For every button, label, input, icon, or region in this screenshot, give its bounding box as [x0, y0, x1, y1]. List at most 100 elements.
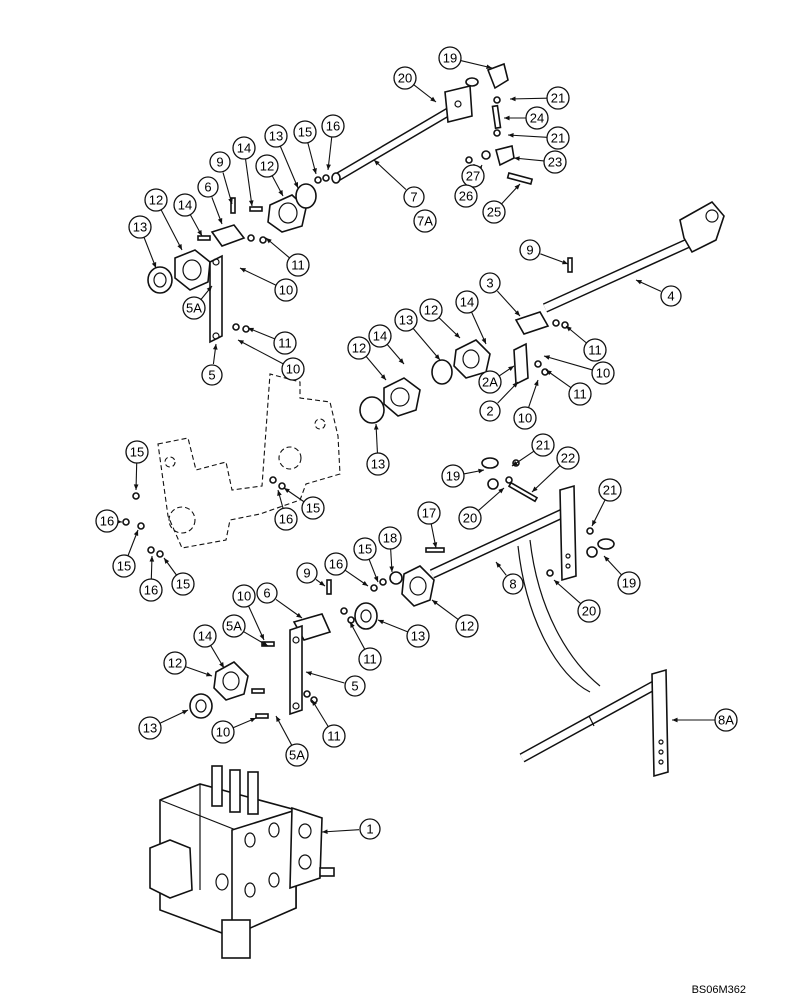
callout-bubble: 14	[455, 290, 479, 314]
callout-circle	[417, 501, 441, 525]
callout-bubble: 5A	[222, 614, 246, 638]
callout-bubble: 7	[403, 186, 425, 208]
callout-bubble: 15	[112, 554, 136, 578]
callout-label: 9	[303, 566, 310, 581]
callout-label: 14	[237, 141, 251, 156]
callout-bubble: 11	[286, 253, 310, 277]
leader-arrowhead	[362, 580, 368, 586]
callout-bubble: 11	[568, 382, 592, 406]
callout-bubble: 16	[324, 552, 348, 576]
leader-line	[244, 158, 253, 207]
callout-label: 5	[208, 368, 215, 383]
bearing-group-lower-middle	[326, 565, 435, 630]
callout-label: 21	[536, 438, 550, 453]
callout-bubble: 15	[125, 440, 149, 464]
callout-label: 14	[178, 198, 192, 213]
callout-bubble: 16	[274, 507, 298, 531]
leader-arrowhead	[296, 612, 302, 618]
leader-arrowhead	[240, 268, 246, 273]
callout-label: 2A	[482, 375, 498, 390]
leader-arrowhead	[250, 718, 256, 723]
leader-arrowhead	[228, 198, 233, 204]
callout-label: 13	[371, 457, 385, 472]
leader-arrowhead	[380, 374, 386, 380]
callout-bubble: 5	[201, 364, 223, 386]
callout-bubble: 10	[281, 357, 305, 381]
callout-circle	[193, 624, 217, 648]
callout-circle	[458, 506, 482, 530]
bearing-group-lower-left	[189, 613, 332, 719]
leader-arrowhead	[284, 488, 290, 494]
callout-circle	[482, 200, 506, 224]
callout-bubble: 20	[393, 66, 417, 90]
leader-arrowhead	[319, 580, 325, 586]
leader-arrowhead	[498, 488, 504, 494]
callout-label: 23	[548, 155, 562, 170]
callout-bubble: 16	[95, 509, 119, 533]
callout-label: 15	[358, 542, 372, 557]
callout-label: 21	[551, 91, 565, 106]
callout-circle	[95, 509, 119, 533]
callout-circle	[163, 651, 187, 675]
leader-arrowhead	[510, 96, 516, 102]
callout-circle	[403, 186, 425, 208]
callout-bubble: 18	[378, 526, 402, 550]
callout-circle	[301, 496, 325, 520]
callout-label: 5A	[186, 301, 202, 316]
callout-circle	[556, 446, 580, 470]
callout-label: 11	[363, 652, 377, 667]
leader-arrowhead	[454, 332, 460, 338]
callout-bubble: 12	[163, 651, 187, 675]
leader-line	[553, 579, 582, 605]
callout-label: 6	[204, 180, 211, 195]
callout-bubble: 5	[344, 675, 366, 697]
callout-circle	[441, 464, 465, 488]
bearing-group-upper	[249, 174, 330, 233]
callout-bubble: 10	[232, 584, 256, 608]
leader-arrowhead	[177, 244, 182, 250]
callout-circle	[419, 298, 443, 322]
callout-circle	[232, 136, 256, 160]
callout-bubble: 10	[513, 406, 537, 430]
callout-label: 11	[588, 343, 602, 358]
callout-circle	[139, 578, 163, 602]
leader-arrowhead	[512, 460, 518, 466]
callout-label: 19	[446, 469, 460, 484]
callout-circle	[197, 176, 219, 198]
leader-arrowhead	[133, 530, 139, 536]
callout-bubble: 12	[144, 188, 168, 212]
leader-arrowhead	[478, 468, 484, 474]
callout-bubble: 10	[274, 278, 298, 302]
leader-arrowhead	[508, 366, 514, 372]
callout-bubble: 25	[482, 200, 506, 224]
bearing-group-upper-left	[147, 197, 267, 344]
callout-circle	[525, 106, 549, 130]
callout-circle	[171, 572, 195, 596]
linkage-parts-top	[465, 62, 534, 185]
leader-arrowhead	[238, 340, 244, 345]
callout-label: 18	[383, 531, 397, 546]
callout-circle	[296, 562, 318, 584]
callout-circle	[568, 382, 592, 406]
leader-line	[160, 209, 183, 251]
callout-circle	[273, 331, 297, 355]
callout-label: 15	[298, 125, 312, 140]
callout-label: 12	[352, 341, 366, 356]
callout-bubble: 1	[359, 818, 381, 840]
callout-circle	[321, 114, 345, 138]
callout-label: 10	[216, 725, 230, 740]
leader-arrowhead	[389, 566, 395, 572]
callout-circle	[358, 647, 382, 671]
shaft-7	[331, 85, 473, 184]
leader-arrowhead	[133, 484, 139, 490]
callout-bubble: 19	[438, 46, 462, 70]
callout-bubble: 15	[353, 537, 377, 561]
callout-circle	[173, 193, 197, 217]
callout-circle	[232, 584, 256, 608]
callout-label: 15	[117, 559, 131, 574]
callout-bubble: 8A	[714, 708, 738, 732]
callout-bubble: 9	[519, 239, 541, 261]
leader-line	[321, 829, 360, 833]
